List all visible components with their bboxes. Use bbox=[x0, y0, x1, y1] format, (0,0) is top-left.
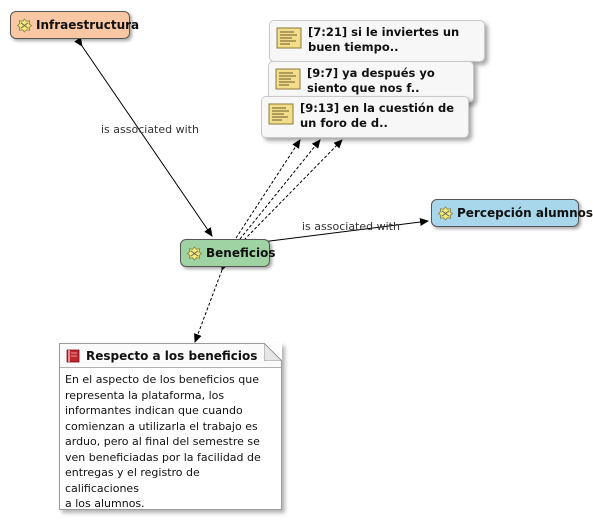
quotation-icon bbox=[268, 103, 294, 125]
memo-header: Respecto a los beneficios bbox=[60, 344, 281, 368]
edge-beneficios-memo[interactable] bbox=[194, 261, 229, 343]
edge-quotation-3-beneficios[interactable] bbox=[243, 139, 343, 241]
quotation-icon bbox=[275, 68, 301, 90]
edge-label-beneficios-percepcion: is associated with bbox=[302, 220, 400, 233]
code-icon bbox=[17, 17, 32, 33]
quotation-excerpt: ya después yo siento que nos f.. bbox=[307, 66, 435, 95]
quotation-id: [7:21] bbox=[308, 25, 348, 39]
quotation-excerpt: si le inviertes un buen tiempo.. bbox=[308, 25, 460, 54]
quotation-id: [9:13] bbox=[300, 101, 340, 115]
quotation-icon bbox=[276, 27, 302, 49]
quotation-text: [9:13] en la cuestión de un foro de d.. bbox=[300, 101, 462, 131]
memo-node[interactable]: Respecto a los beneficios En el aspecto … bbox=[59, 343, 282, 510]
quotation-node-1[interactable]: [7:21] si le inviertes un buen tiempo.. bbox=[269, 20, 485, 62]
edge-quotation-1-beneficios[interactable] bbox=[235, 139, 301, 239]
edge-quotation-2-beneficios[interactable] bbox=[239, 139, 321, 240]
quotation-text: [9:7] ya después yo siento que nos f.. bbox=[307, 66, 467, 96]
code-icon bbox=[438, 205, 453, 221]
quotation-excerpt: en la cuestión de un foro de d.. bbox=[300, 101, 455, 130]
quotation-node-3[interactable]: [9:13] en la cuestión de un foro de d.. bbox=[261, 96, 469, 138]
code-node-label: Percepción alumnos bbox=[457, 206, 593, 220]
code-node-label: Infraestructura bbox=[36, 18, 140, 32]
code-node-beneficios[interactable]: Beneficios bbox=[180, 239, 275, 267]
code-node-label: Beneficios bbox=[206, 246, 276, 260]
edge-beneficios-percepcion[interactable] bbox=[253, 218, 429, 247]
edge-infraestructura-beneficios[interactable] bbox=[74, 37, 213, 237]
quotation-text: [7:21] si le inviertes un buen tiempo.. bbox=[308, 25, 478, 55]
edge-label-infraestructura-beneficios: is associated with bbox=[101, 123, 199, 136]
memo-title: Respecto a los beneficios bbox=[86, 348, 258, 363]
code-node-percepcion-alumnos[interactable]: Percepción alumnos bbox=[431, 199, 593, 227]
code-icon bbox=[187, 245, 202, 261]
quotation-id: [9:7] bbox=[307, 66, 339, 80]
code-node-infraestructura[interactable]: Infraestructura bbox=[10, 11, 139, 39]
memo-body: En el aspecto de los beneficios que repr… bbox=[65, 373, 261, 510]
memo-corner-fold bbox=[264, 343, 282, 361]
memo-icon bbox=[66, 349, 80, 362]
